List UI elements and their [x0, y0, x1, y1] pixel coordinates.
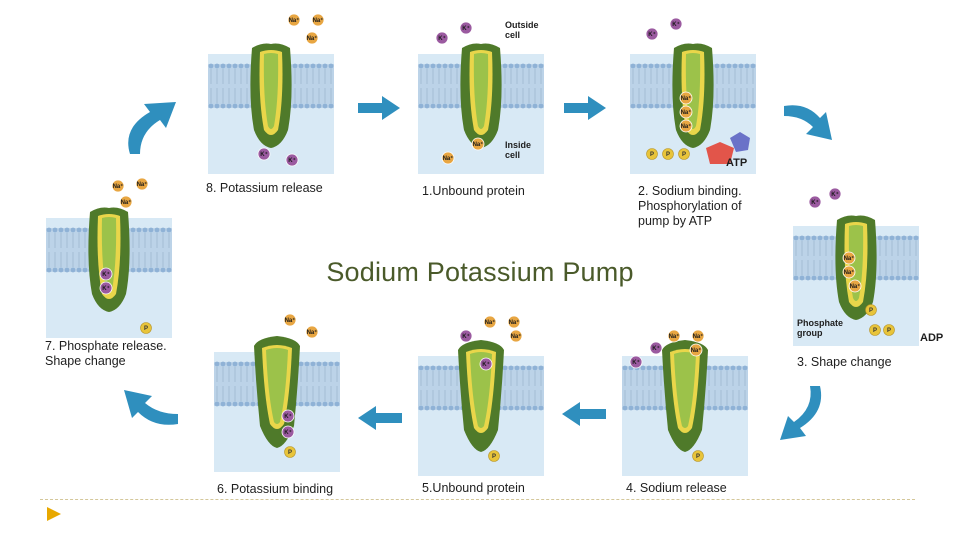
arrow-left-icon — [358, 406, 402, 430]
svg-text:K⁺: K⁺ — [284, 429, 292, 436]
svg-text:K⁺: K⁺ — [632, 359, 640, 366]
svg-text:Na⁺: Na⁺ — [113, 183, 124, 190]
caption-step-7: 7. Phosphate release. Shape change — [45, 339, 167, 368]
svg-text:Na⁺: Na⁺ — [844, 255, 855, 262]
svg-text:P: P — [869, 308, 873, 314]
panel-step-4: K⁺ K⁺ Na⁺ Na⁺ Na⁺ P — [622, 310, 748, 478]
svg-text:P: P — [492, 454, 496, 460]
svg-text:P: P — [144, 326, 148, 332]
atp-label: ATP — [726, 157, 748, 169]
svg-text:P: P — [650, 152, 654, 158]
svg-text:P: P — [696, 454, 700, 460]
svg-text:Na⁺: Na⁺ — [669, 333, 680, 340]
panel-step-1: K⁺ K⁺ Na⁺ Na⁺ — [418, 8, 544, 176]
caption-step-6: 6. Potassium binding — [217, 482, 334, 496]
svg-text:K⁺: K⁺ — [482, 361, 490, 368]
svg-text:Na⁺: Na⁺ — [137, 181, 148, 188]
caption-step-3: 3. Shape change — [797, 355, 892, 369]
svg-text:P: P — [873, 328, 877, 334]
arrow-curved-up-icon — [128, 102, 176, 154]
svg-text:K⁺: K⁺ — [288, 157, 296, 164]
panel-step-6: Na⁺ Na⁺ K⁺ K⁺ P — [214, 306, 340, 474]
svg-text:Na⁺: Na⁺ — [307, 329, 318, 336]
diagram-title: Sodium Potassium Pump — [326, 257, 634, 287]
svg-text:Na⁺: Na⁺ — [307, 35, 318, 42]
svg-text:Na⁺: Na⁺ — [693, 333, 704, 340]
svg-text:Na⁺: Na⁺ — [511, 333, 522, 340]
svg-text:Na⁺: Na⁺ — [121, 199, 132, 206]
svg-text:K⁺: K⁺ — [811, 199, 819, 206]
svg-text:K⁺: K⁺ — [462, 25, 470, 32]
inside-cell-label: Inside cell — [505, 140, 532, 160]
arrow-curved-up-icon — [124, 390, 178, 425]
svg-text:Na⁺: Na⁺ — [509, 319, 520, 326]
svg-text:K⁺: K⁺ — [831, 191, 839, 198]
panel-step-5: Na⁺ Na⁺ Na⁺ K⁺ K⁺ P — [418, 310, 544, 478]
svg-text:P: P — [288, 450, 292, 456]
caption-step-8: 8. Potassium release — [206, 181, 323, 195]
svg-text:Na⁺: Na⁺ — [681, 123, 692, 130]
caption-step-5: 5.Unbound protein — [422, 481, 525, 495]
arrow-left-icon — [562, 402, 606, 426]
arrow-curved-down-icon — [780, 386, 822, 440]
svg-text:Na⁺: Na⁺ — [850, 283, 861, 290]
play-bullet-icon — [47, 507, 61, 521]
svg-text:K⁺: K⁺ — [102, 271, 110, 278]
svg-text:K⁺: K⁺ — [462, 333, 470, 340]
svg-text:K⁺: K⁺ — [652, 345, 660, 352]
phosphate-group-label: Phosphate group — [797, 318, 844, 338]
svg-text:Na⁺: Na⁺ — [691, 347, 702, 354]
svg-text:Na⁺: Na⁺ — [844, 269, 855, 276]
svg-text:Na⁺: Na⁺ — [485, 319, 496, 326]
svg-text:P: P — [666, 152, 670, 158]
panel-step-8: Na⁺ Na⁺ Na⁺ K⁺ K⁺ — [208, 8, 334, 176]
arrow-curved-down-icon — [784, 105, 832, 140]
svg-text:P: P — [887, 328, 891, 334]
svg-text:Na⁺: Na⁺ — [313, 17, 324, 24]
caption-step-1: 1.Unbound protein — [422, 184, 525, 198]
svg-text:K⁺: K⁺ — [102, 285, 110, 292]
arrow-right-icon — [564, 96, 606, 120]
svg-text:P: P — [682, 152, 686, 158]
svg-text:Na⁺: Na⁺ — [289, 17, 300, 24]
footer-divider — [40, 499, 915, 500]
adp-label: ADP — [920, 332, 944, 344]
arrow-right-icon — [358, 96, 400, 120]
svg-text:K⁺: K⁺ — [284, 413, 292, 420]
svg-text:Na⁺: Na⁺ — [473, 141, 484, 148]
caption-step-2: 2. Sodium binding. Phosphorylation of pu… — [638, 184, 742, 228]
svg-text:Na⁺: Na⁺ — [681, 109, 692, 116]
svg-text:Na⁺: Na⁺ — [681, 95, 692, 102]
svg-text:K⁺: K⁺ — [260, 151, 268, 158]
svg-text:Na⁺: Na⁺ — [285, 317, 296, 324]
svg-text:K⁺: K⁺ — [648, 31, 656, 38]
svg-text:Na⁺: Na⁺ — [443, 155, 454, 162]
svg-text:K⁺: K⁺ — [438, 35, 446, 42]
panel-step-3: K⁺ K⁺ Na⁺ Na⁺ Na⁺ P P P — [793, 180, 919, 348]
caption-step-4: 4. Sodium release — [626, 481, 727, 495]
panel-step-2: K⁺ K⁺ Na⁺ Na⁺ Na⁺ P P P — [630, 8, 756, 176]
panel-step-7: Na⁺ Na⁺ Na⁺ K⁺ K⁺ P — [46, 172, 172, 340]
outside-cell-label: Outside cell — [505, 20, 539, 40]
svg-text:K⁺: K⁺ — [672, 21, 680, 28]
